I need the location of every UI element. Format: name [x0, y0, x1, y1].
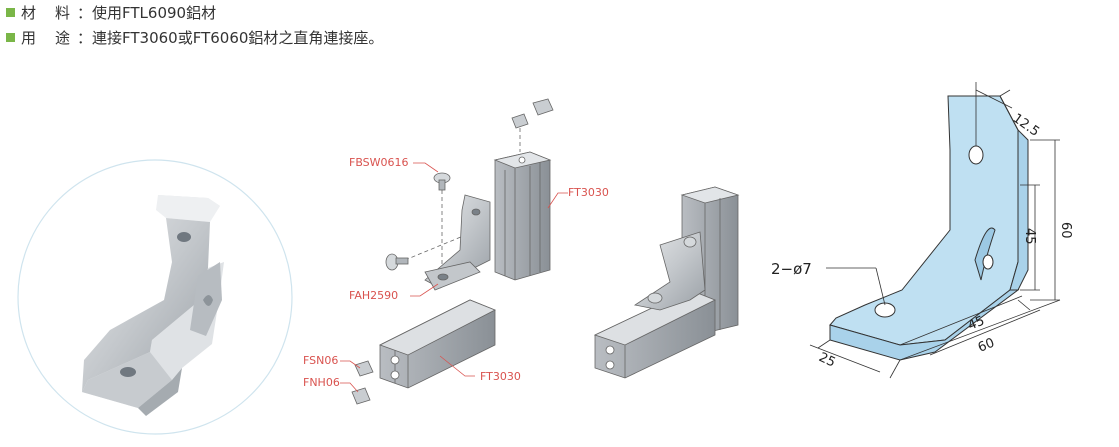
spec-usage-sep: ： — [77, 29, 93, 47]
bullet-icon — [6, 33, 15, 42]
nut-top-icon — [532, 98, 554, 116]
assembled-view — [593, 186, 740, 379]
bullet-icon — [6, 8, 15, 17]
screw-side-icon — [385, 253, 409, 271]
spec-material: 材 料：使用FTL6090鋁材 — [6, 3, 216, 23]
bracket-photo-icon — [82, 195, 224, 416]
nut-fnh-icon — [351, 387, 371, 405]
vertical-profile — [493, 151, 552, 281]
callout-ft3030-bottom: FT3030 — [480, 370, 521, 383]
horizontal-profile — [378, 299, 496, 389]
dimension-drawing — [809, 82, 1061, 379]
dim-45-horizontal: 45 — [966, 314, 987, 334]
callout-fbsw: FBSW0616 — [349, 156, 409, 169]
spec-usage-value: 連接FT3060或FT6060鋁材之直角連接座。 — [92, 29, 384, 47]
spec-usage: 用 途：連接FT3060或FT6060鋁材之直角連接座。 — [6, 28, 383, 48]
dim-25: 25 — [816, 350, 837, 371]
callout-fnh: FNH06 — [303, 376, 340, 389]
callout-ft3030-top: FT3030 — [568, 186, 609, 199]
bracket-photo — [17, 159, 293, 435]
spec-usage-label: 用 途 — [21, 29, 73, 47]
bracket-exploded-icon — [424, 194, 491, 291]
exploded-view — [340, 98, 568, 405]
dim-hole-label: 2−ø7 — [771, 260, 812, 278]
nut-fsn-icon — [354, 360, 374, 377]
spec-material-label: 材 料 — [21, 4, 73, 22]
dim-45-vertical: 45 — [1022, 228, 1037, 245]
dim-60-vertical: 60 — [1058, 222, 1073, 239]
callout-fsn: FSN06 — [303, 354, 338, 367]
bracket-assembled-icon — [633, 231, 706, 311]
dim-60-horizontal: 60 — [976, 336, 997, 356]
callout-fah: FAH2590 — [349, 289, 398, 302]
screw-top-icon — [433, 172, 451, 191]
spec-material-sep: ： — [77, 4, 93, 22]
spec-material-value: 使用FTL6090鋁材 — [92, 4, 217, 22]
nut-top-small-icon — [511, 113, 529, 129]
